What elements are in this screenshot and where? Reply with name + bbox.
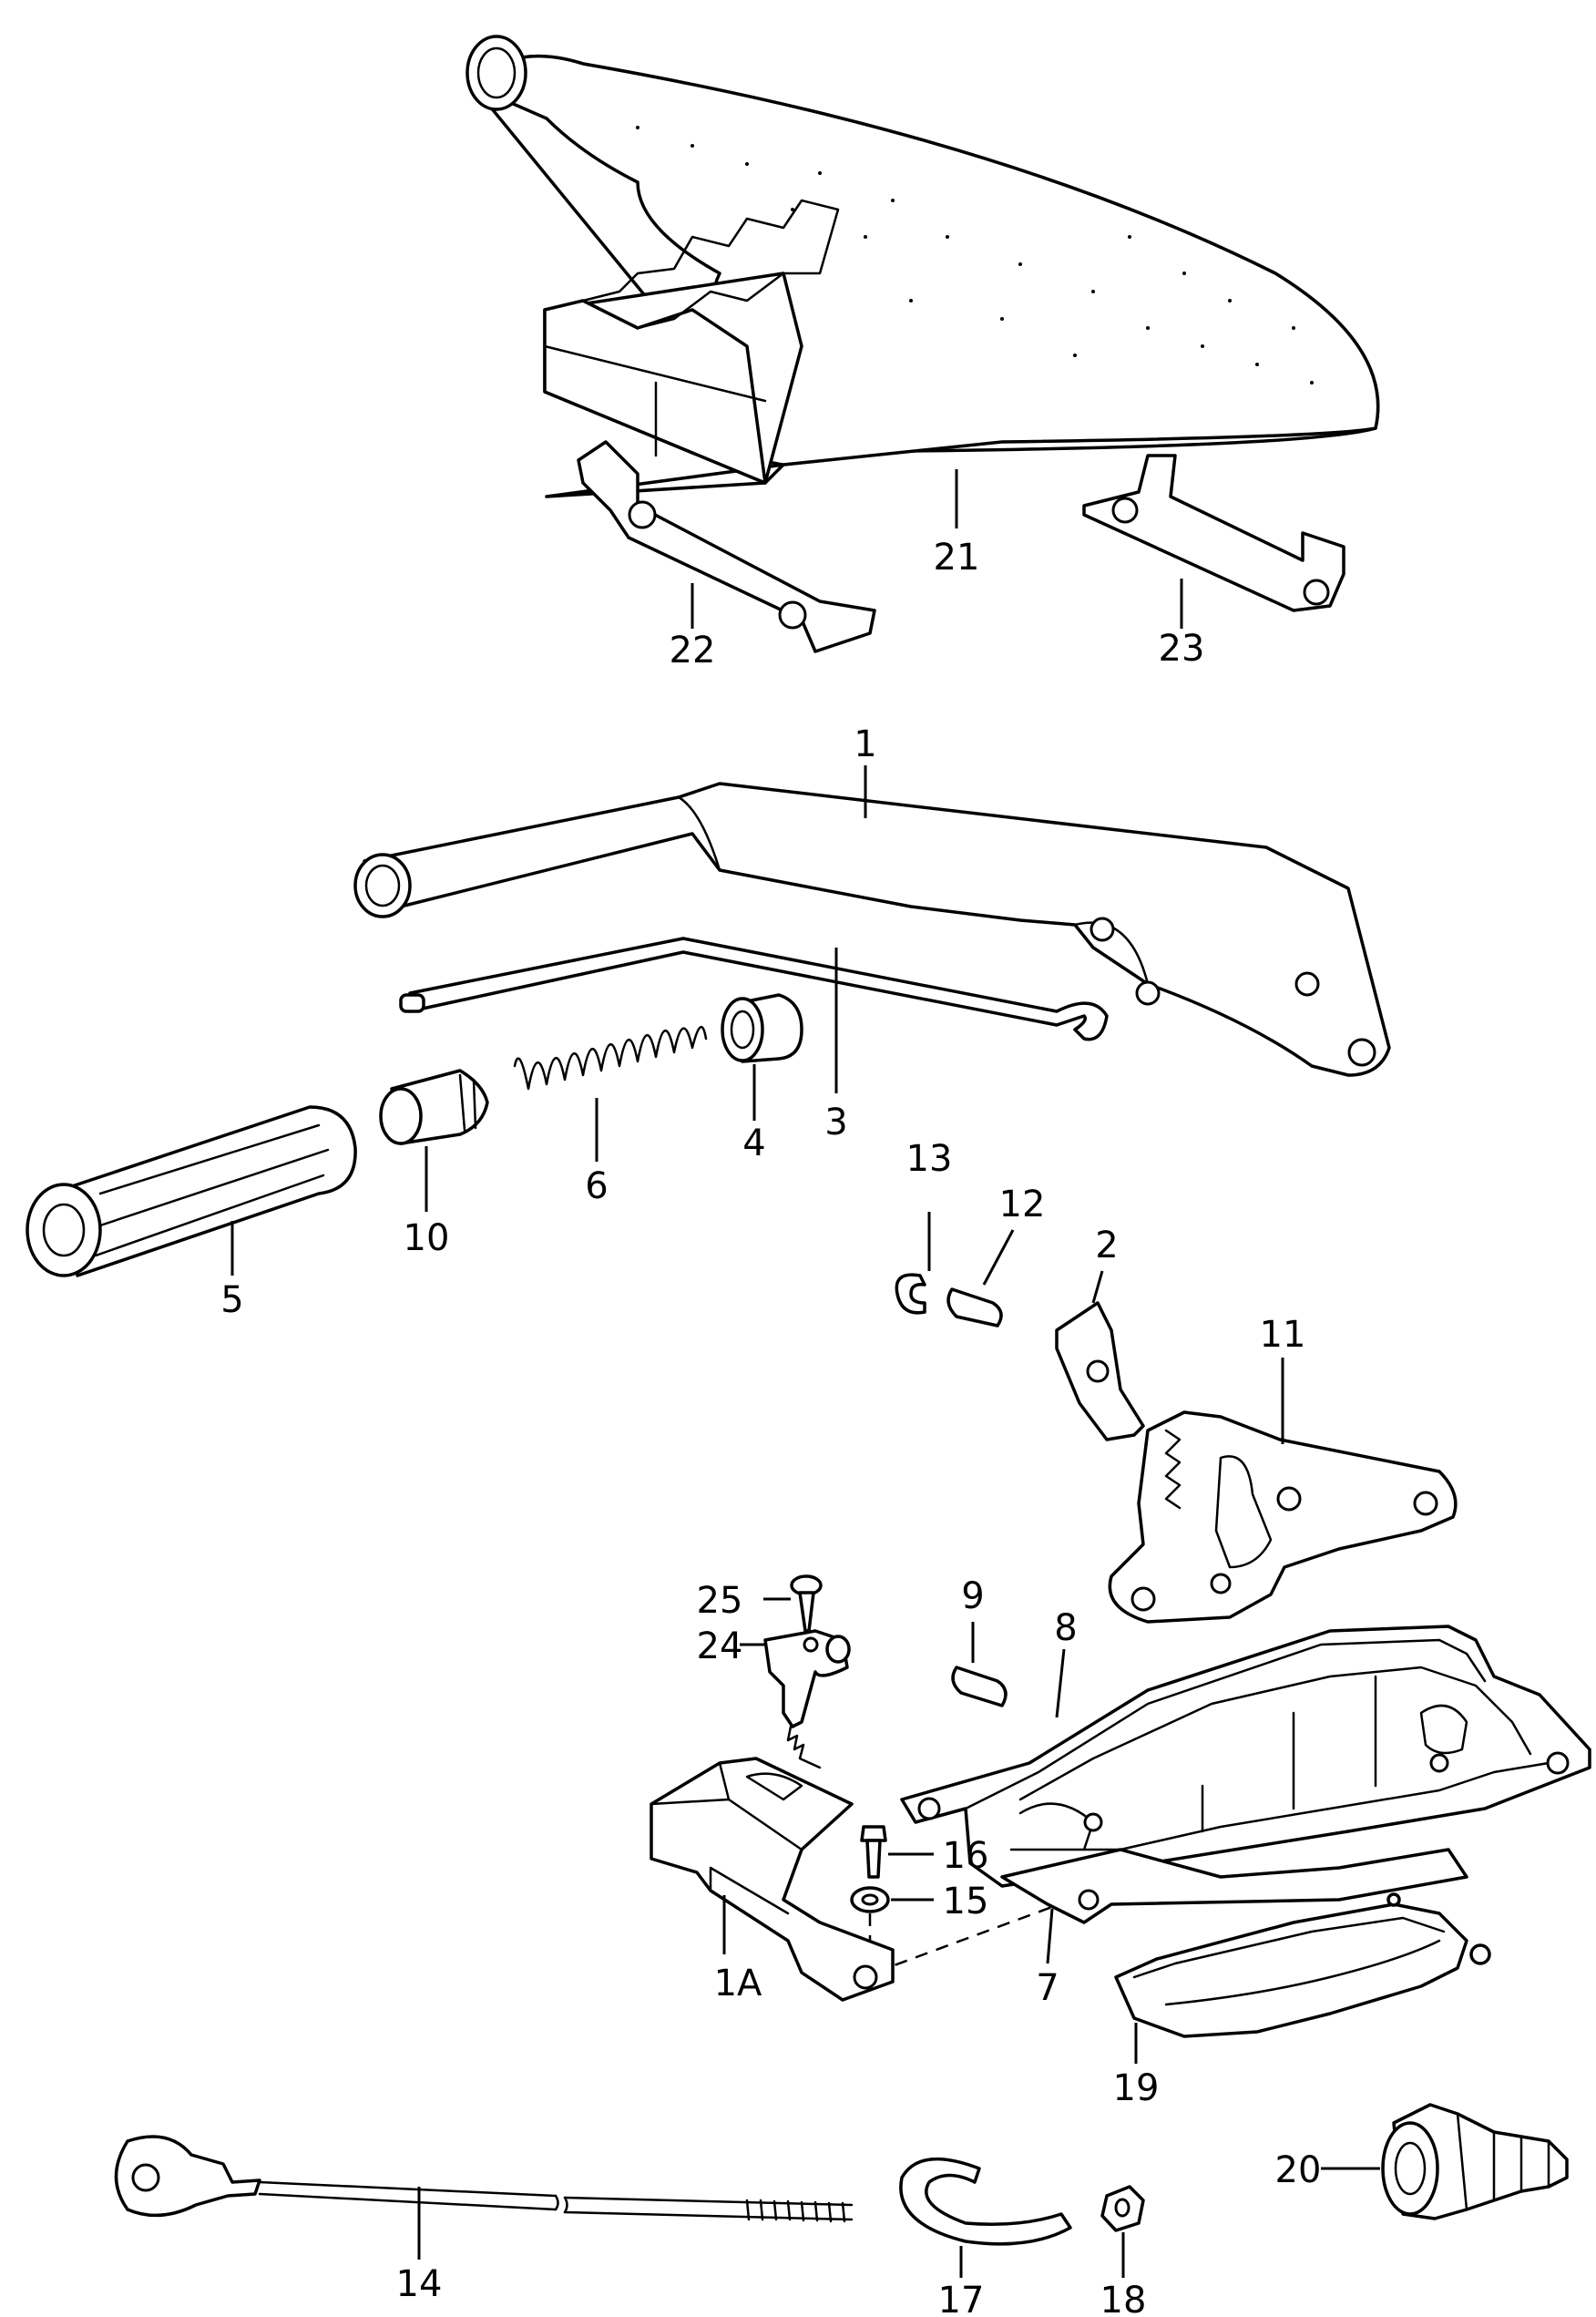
part-13-circlip: 13 (895, 1138, 953, 1315)
callout-2: 2 (1095, 1225, 1118, 1266)
part-24-switch: 24 (697, 1625, 851, 1769)
callout-4: 4 (742, 1123, 765, 1164)
callout-22: 22 (670, 630, 716, 672)
callout-12: 12 (999, 1184, 1046, 1225)
callout-1: 1 (854, 723, 876, 765)
part-3-rod: 3 (399, 937, 1109, 1143)
part-1A-bracket-base: 1A (650, 1757, 895, 2004)
part-19-cover: 19 (1113, 1892, 1491, 2109)
callout-15: 15 (943, 1881, 989, 1922)
callout-13: 13 (906, 1138, 953, 1180)
part-8-mounting-frame: 8 (900, 1607, 1591, 1888)
callout-19: 19 (1113, 2067, 1160, 2109)
callout-16: 16 (943, 1835, 989, 1877)
callout-9: 9 (961, 1575, 984, 1617)
part-1-lever: 1 (353, 723, 1391, 1077)
callout-17: 17 (938, 2280, 985, 2317)
part-4-bushing: 4 (721, 993, 803, 1164)
callout-23: 23 (1159, 628, 1205, 670)
part-22-bracket: 22 (577, 440, 876, 672)
part-10-sleeve: 10 (379, 1069, 489, 1259)
callout-20: 20 (1275, 2149, 1322, 2191)
part-2-pawl: 2 (1055, 1225, 1145, 1441)
part-25-screw: 25 (697, 1574, 823, 1633)
part-11-ratchet: 11 (1108, 1314, 1458, 1624)
part-21-cover: 21 (466, 35, 1380, 579)
callout-10: 10 (404, 1217, 450, 1259)
part-18-nut: 18 (1100, 2185, 1147, 2317)
callout-6: 6 (585, 1165, 608, 1207)
callout-24: 24 (697, 1625, 743, 1667)
part-20-boot: 20 (1275, 2103, 1569, 2220)
callout-11: 11 (1260, 1314, 1306, 1356)
callout-25: 25 (697, 1580, 743, 1622)
part-12-pin: 12 (946, 1184, 1046, 1328)
part-16-bolt: 16 (860, 1825, 989, 1879)
part-14-cable: 14 (114, 2135, 854, 2305)
part-17-clip: 17 (899, 2157, 1072, 2317)
part-6-spring: 6 (513, 1026, 708, 1207)
callout-7: 7 (1036, 1967, 1059, 2009)
part-7-base-plate: 7 (1000, 1848, 1468, 2009)
part-9-pin: 9 (951, 1575, 1008, 1707)
part-5-grip: 5 (26, 1105, 357, 1321)
callout-3: 3 (824, 1102, 847, 1143)
callout-18: 18 (1100, 2280, 1147, 2317)
part-23-bracket: 23 (1082, 454, 1345, 670)
alignment-line (874, 1893, 1085, 1974)
callout-5: 5 (220, 1279, 243, 1321)
part-15-washer: 15 (850, 1881, 989, 1922)
callout-1A: 1A (714, 1963, 762, 2004)
callout-21: 21 (934, 537, 980, 579)
callout-8: 8 (1054, 1607, 1077, 1649)
callout-14: 14 (396, 2263, 443, 2305)
